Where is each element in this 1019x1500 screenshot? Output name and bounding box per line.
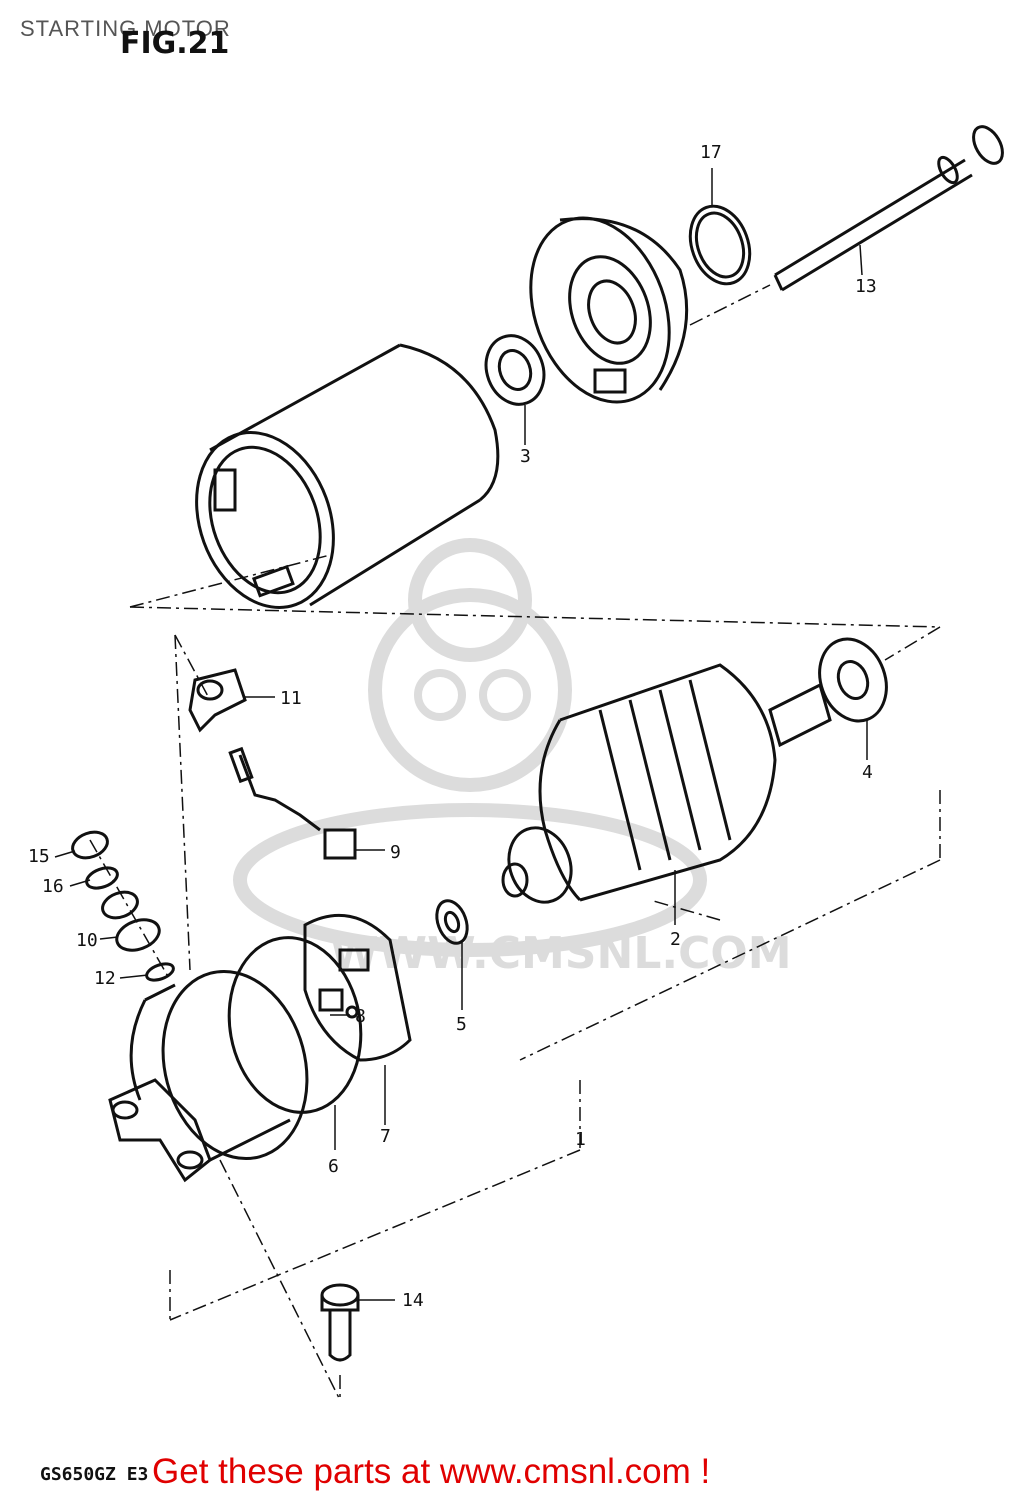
brush-holder-plate — [303, 913, 412, 1062]
label-14: 14 — [402, 1290, 424, 1311]
motor-yoke-housing — [195, 343, 500, 609]
terminal-washer — [145, 962, 175, 982]
label-11: 11 — [280, 688, 302, 709]
label-17: 17 — [700, 142, 722, 163]
watermark-logo — [233, 538, 707, 957]
label-9: 9 — [390, 842, 401, 863]
label-15: 15 — [28, 846, 50, 867]
oil-seal — [484, 334, 546, 406]
promo-link[interactable]: Get these parts at www.cmsnl.com ! — [152, 1452, 711, 1491]
label-1: 1 — [575, 1129, 586, 1150]
label-13: 13 — [855, 276, 877, 297]
brush-with-lead — [228, 746, 357, 860]
model-code: GS650GZ E3 — [40, 1464, 149, 1485]
armature — [501, 663, 832, 904]
callout-leaders — [54, 168, 868, 1301]
watermark-text: WWW.CMSNL.COM — [330, 928, 792, 979]
label-6: 6 — [328, 1156, 339, 1177]
label-7: 7 — [380, 1126, 391, 1147]
terminal-nut — [71, 830, 109, 860]
label-12: 12 — [94, 968, 116, 989]
rear-end-cover — [108, 969, 309, 1183]
callout-numbers: 17 13 3 4 2 5 11 9 15 16 10 12 8 7 6 14 … — [28, 142, 877, 1311]
front-end-cover — [529, 216, 689, 404]
mounting-screw — [320, 1283, 360, 1362]
armature-washer — [818, 637, 888, 723]
label-4: 4 — [862, 762, 873, 783]
figure-label: FIG.21 — [120, 26, 230, 61]
small-washer — [435, 899, 469, 945]
insulator-washer — [101, 890, 161, 952]
label-5: 5 — [456, 1014, 467, 1035]
through-bolt — [773, 125, 1004, 292]
rear-o-ring — [227, 936, 363, 1114]
label-3: 3 — [520, 446, 531, 467]
label-2: 2 — [670, 929, 681, 950]
o-ring — [688, 204, 752, 286]
label-10: 10 — [76, 930, 98, 951]
page-title: STARTING MOTOR — [20, 16, 231, 41]
label-8: 8 — [355, 1006, 366, 1027]
explode-guide-lines — [89, 284, 941, 1401]
label-16: 16 — [42, 876, 64, 897]
terminal-brush — [188, 668, 247, 733]
spring-washer — [85, 866, 119, 890]
